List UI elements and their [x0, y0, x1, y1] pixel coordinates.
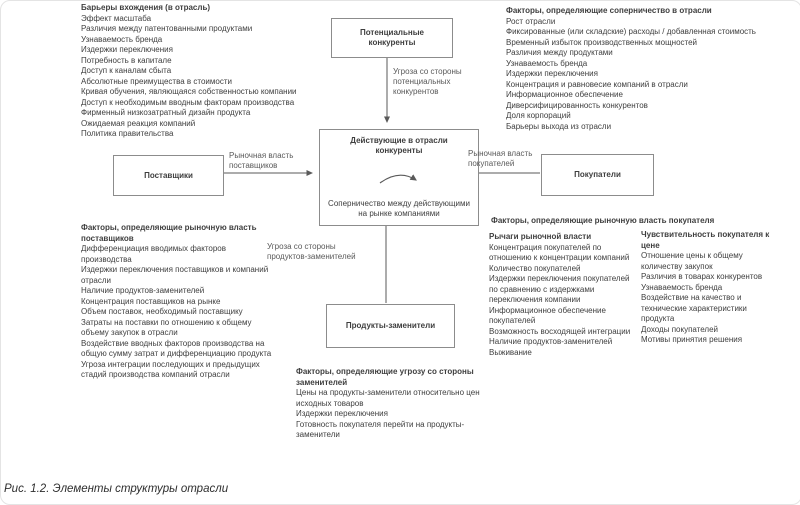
list-item: Доля корпораций	[506, 111, 571, 120]
rivalry-factors-title: Факторы, определяющие соперничество в от…	[506, 6, 712, 15]
substitutes-label: Продукты-заменители	[345, 321, 436, 330]
list-item: Барьеры выхода из отрасли	[506, 121, 612, 131]
potential-competitors-label: Потенциальные конкуренты	[359, 28, 425, 47]
list-item: Мотивы принятия решения	[641, 335, 743, 344]
list-item: Затраты на поставки по отношению к общем…	[81, 317, 252, 338]
list-item: Информационное обеспечение покупателей	[489, 305, 606, 326]
list-item: Возможность восходящей интеграции	[489, 326, 631, 336]
list-item: Концентрация и равновесие компаний в отр…	[506, 79, 688, 89]
list-item: Объем поставок, необходимый поставщику	[81, 307, 243, 316]
list-item: Диверсифицированность конкурентов	[506, 100, 648, 110]
threat-new-entrants-label: Угроза со стороны потенциальных конкурен…	[393, 67, 462, 96]
entry-barriers-list: Барьеры вхождения (в отрасль) Эффект мас…	[81, 3, 323, 140]
list-item: Цены на продукты-заменители относительно…	[296, 388, 480, 408]
buyers-label: Покупатели	[574, 170, 621, 179]
list-item: Угроза интеграции последующих и предыдущ…	[81, 359, 260, 380]
buyer-power-levers-list: Рычаги рыночной власти Концентрация поку…	[489, 232, 639, 358]
rivalry-curved-arrow-icon	[379, 173, 417, 183]
list-item: Кривая обучения, являющаяся собственност…	[81, 87, 297, 96]
buyer-price-sensitivity-items: Отношение цены к общему количеству закуп…	[641, 251, 781, 346]
figure-caption-text: Элементы структуры отрасли	[52, 483, 229, 495]
substitute-factors-title: Факторы, определяющие угрозу со стороны …	[296, 367, 474, 387]
list-item: Абсолютные преимущества в стоимости	[81, 76, 232, 86]
list-item: Дифференциация вводимых факторов произво…	[81, 244, 227, 264]
suppliers-box: Поставщики	[113, 155, 224, 196]
buyer-power-factors-title: Факторы, определяющие рыночную власть по…	[491, 216, 715, 225]
list-item: Доступ к необходимым вводным факторам пр…	[81, 97, 295, 107]
buyer-power-levers-items: Концентрация покупателей по отношению к …	[489, 243, 639, 359]
list-item: Выживание	[489, 347, 532, 357]
substitute-factors-items: Цены на продукты-заменители относительно…	[296, 388, 492, 441]
list-item: Узнаваемость бренда	[506, 58, 588, 68]
supplier-power-factors-list: Факторы, определяющие рыночную власть по…	[81, 223, 277, 381]
suppliers-label: Поставщики	[144, 170, 193, 180]
list-item: Доступ к каналам сбыта	[81, 66, 172, 75]
list-item: Различия между продуктами	[506, 48, 613, 57]
list-item: Воздействие на качество и технические ха…	[641, 293, 747, 323]
list-item: Издержки переключения поставщиков и комп…	[81, 265, 269, 285]
supplier-power-factors-items: Дифференциация вводимых факторов произво…	[81, 244, 277, 381]
list-item: Узнаваемость бренда	[81, 34, 163, 44]
list-item: Издержки переключения	[81, 45, 173, 54]
list-item: Рост отрасли	[506, 16, 556, 26]
list-item: Политика правительства	[81, 129, 174, 138]
buyer-power-factors-header: Факторы, определяющие рыночную власть по…	[491, 216, 736, 227]
list-item: Количество покупателей	[489, 263, 581, 273]
list-item: Узнаваемость бренда	[641, 282, 723, 292]
list-item: Эффект масштаба	[81, 13, 152, 23]
buyer-power-label: Рыночная власть покупателей	[468, 149, 533, 168]
list-item: Готовность покупателя перейти на продукт…	[296, 419, 465, 440]
potential-competitors-box: Потенциальные конкуренты	[331, 18, 453, 58]
list-item: Издержки переключения	[296, 409, 388, 418]
industry-competitors-subtitle: Соперничество между действующими на рынк…	[328, 199, 470, 218]
list-item: Потребность в капитале	[81, 55, 172, 65]
figure-caption: Рис. 1.2. Элементы структуры отрасли	[4, 483, 228, 495]
industry-competitors-title: Действующие в отрасли конкуренты	[350, 136, 448, 155]
list-item: Концентрация покупателей по отношению к …	[489, 242, 630, 263]
list-item: Наличие продуктов-заменителей	[81, 286, 205, 295]
entry-barriers-title: Барьеры вхождения (в отрасль)	[81, 3, 211, 12]
list-item: Издержки переключения	[506, 69, 598, 78]
buyer-price-sensitivity-title: Чувствительность покупателя к цене	[641, 230, 770, 250]
list-item: Концентрация поставщиков на рынке	[81, 296, 221, 306]
list-item: Издержки переключения покупателей по сра…	[489, 274, 630, 304]
list-item: Доходы покупателей	[641, 324, 719, 334]
figure-caption-label: Рис. 1.2.	[4, 483, 50, 495]
buyer-power-levers-title: Рычаги рыночной власти	[489, 232, 592, 241]
list-item: Ожидаемая реакция компаний	[81, 118, 196, 128]
rivalry-factors-list: Факторы, определяющие соперничество в от…	[506, 6, 771, 132]
list-item: Различия между патентованными продуктами	[81, 24, 253, 33]
supplier-power-factors-title: Факторы, определяющие рыночную власть по…	[81, 223, 257, 243]
buyer-price-sensitivity-list: Чувствительность покупателя к цене Отнош…	[641, 230, 781, 346]
substitute-factors-list: Факторы, определяющие угрозу со стороны …	[296, 367, 492, 441]
industry-competitors-box: Действующие в отрасли конкуренты Соперни…	[319, 129, 479, 226]
list-item: Наличие продуктов-заменителей	[489, 337, 613, 346]
buyers-box: Покупатели	[541, 154, 654, 196]
list-item: Фирменный низкозатратный дизайн продукта	[81, 108, 251, 117]
substitutes-box: Продукты-заменители	[326, 304, 455, 348]
list-item: Различия в товарах конкурентов	[641, 272, 763, 281]
list-item: Отношение цены к общему количеству закуп…	[641, 251, 743, 271]
supplier-power-label: Рыночная власть поставщиков	[229, 151, 294, 170]
list-item: Временный избыток производственных мощно…	[506, 37, 698, 47]
list-item: Информационное обеспечение	[506, 90, 623, 99]
threat-substitutes-label: Угроза со стороны продуктов-заменителей	[267, 242, 356, 261]
list-item: Фиксированные (или складские) расходы / …	[506, 27, 756, 36]
list-item: Воздействие вводных факторов производств…	[81, 338, 272, 359]
